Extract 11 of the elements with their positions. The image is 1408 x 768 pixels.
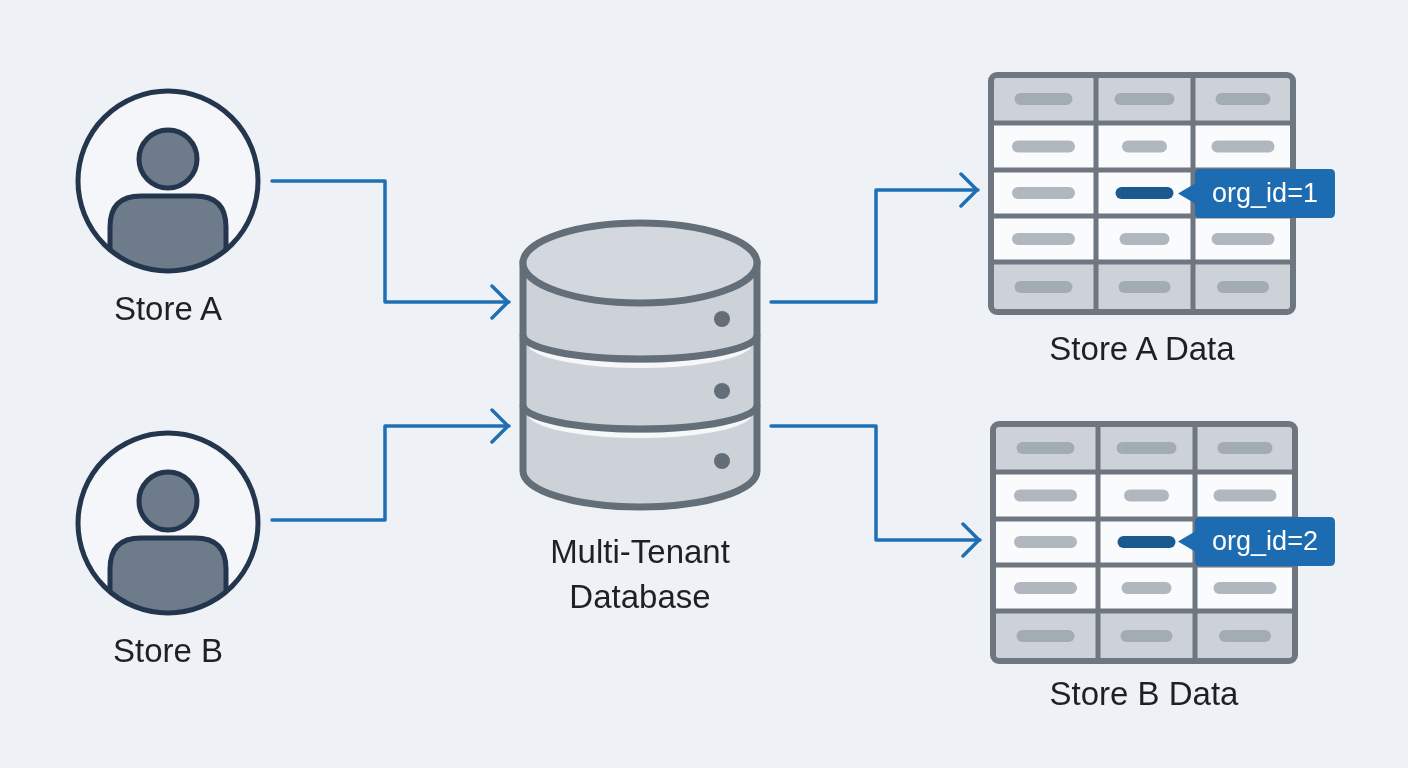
node-label: Multi-Tenant Database — [549, 532, 731, 617]
arrow — [270, 408, 511, 522]
arrow — [769, 172, 980, 304]
callout-tag: org_id=2 — [1178, 517, 1335, 566]
node-label: Store B Data — [1048, 674, 1240, 714]
arrow — [270, 179, 511, 320]
callout-tag: org_id=1 — [1178, 169, 1335, 218]
node-label: Store A Data — [1048, 329, 1236, 369]
node-label: Store B — [111, 631, 225, 671]
node-label: Store A — [112, 289, 224, 329]
arrow — [769, 424, 982, 558]
